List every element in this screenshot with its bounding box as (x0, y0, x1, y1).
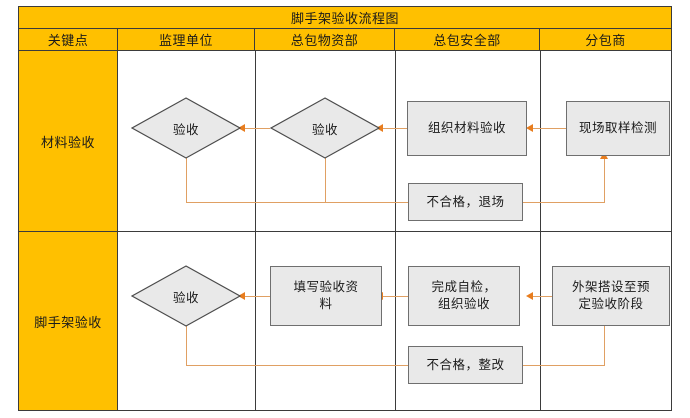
process-r2-reject-rectify[interactable]: 不合格，整改 (408, 346, 523, 384)
connector-r2-materials-to-supervisor (244, 296, 270, 297)
process-r1-reject-exit[interactable]: 不合格，退场 (408, 183, 523, 221)
arrow-r1-materials-to-supervisor (238, 124, 245, 132)
process-r1-subcontractor-label: 现场取样检测 (578, 120, 657, 136)
page-title: 脚手架验收流程图 (19, 7, 671, 29)
connector-r2-reject-out (523, 365, 605, 366)
arrow-r2-sub-to-safety (526, 292, 533, 300)
column-header-subcontractor: 分包商 (540, 29, 671, 51)
connector-r2-supervisor-down (186, 326, 187, 366)
decision-r2-supervisor-acceptance[interactable]: 验收 (131, 265, 241, 327)
connector-r1-reject-up (604, 158, 605, 203)
key-point-cell-scaffold-acceptance: 脚手架验收 (19, 232, 118, 410)
connector-r1-sub-to-safety (532, 128, 566, 129)
column-divider-2 (395, 51, 396, 231)
decision-r1-materials-acceptance[interactable]: 验收 (270, 97, 380, 159)
process-r2-reject-label: 不合格，整改 (426, 356, 505, 372)
connector-r2-sub-to-safety (532, 296, 566, 297)
column-header-key-point: 关键点 (19, 29, 118, 51)
process-r2-self-inspection-organize-acceptance[interactable]: 完成自检， 组织验收 (408, 266, 520, 326)
connector-r2-reject-in (186, 365, 408, 366)
column-divider-3 (540, 51, 541, 231)
key-point-cell-material-acceptance: 材料验收 (19, 51, 118, 232)
column-divider-6 (540, 232, 541, 410)
column-header-materials-dept: 总包物资部 (255, 29, 395, 51)
arrow-r1-sub-to-safety (526, 124, 533, 132)
connector-r2-safety-to-materials (382, 296, 408, 297)
connector-r1-materials-to-supervisor (244, 128, 270, 129)
process-r2-scaffold-erected-to-stage[interactable]: 外架搭设至预 定验收阶段 (552, 266, 670, 326)
connector-r2-reject-up (604, 325, 605, 366)
column-header-safety-dept: 总包安全部 (395, 29, 540, 51)
process-r2-materials-label: 填写验收资 料 (293, 279, 359, 311)
process-r1-safety-label: 组织材料验收 (427, 120, 506, 136)
connector-r1-reject-in (186, 202, 408, 203)
process-r1-reject-label: 不合格，退场 (426, 193, 505, 209)
process-r2-subcontractor-label: 外架搭设至预 定验收阶段 (571, 279, 650, 311)
decision-r1-supervisor-acceptance[interactable]: 验收 (131, 97, 241, 159)
column-divider-4 (255, 232, 256, 410)
column-divider-1 (255, 51, 256, 231)
connector-r1-safety-to-materials (382, 128, 408, 129)
process-r2-fill-acceptance-documents[interactable]: 填写验收资 料 (270, 266, 382, 326)
process-r2-safety-label: 完成自检， 组织验收 (431, 279, 497, 311)
column-header-supervisor: 监理单位 (118, 29, 255, 51)
column-divider-5 (395, 232, 396, 410)
process-r1-organize-material-acceptance[interactable]: 组织材料验收 (407, 101, 527, 156)
row-divider (19, 231, 671, 232)
process-r1-onsite-sampling-test[interactable]: 现场取样检测 (566, 101, 670, 156)
table-frame (18, 6, 672, 411)
connector-r1-supervisor-down (186, 158, 187, 203)
arrow-r2-materials-to-supervisor (238, 292, 245, 300)
connector-r1-reject-out (523, 202, 605, 203)
connector-r1-materials-down (325, 158, 326, 203)
